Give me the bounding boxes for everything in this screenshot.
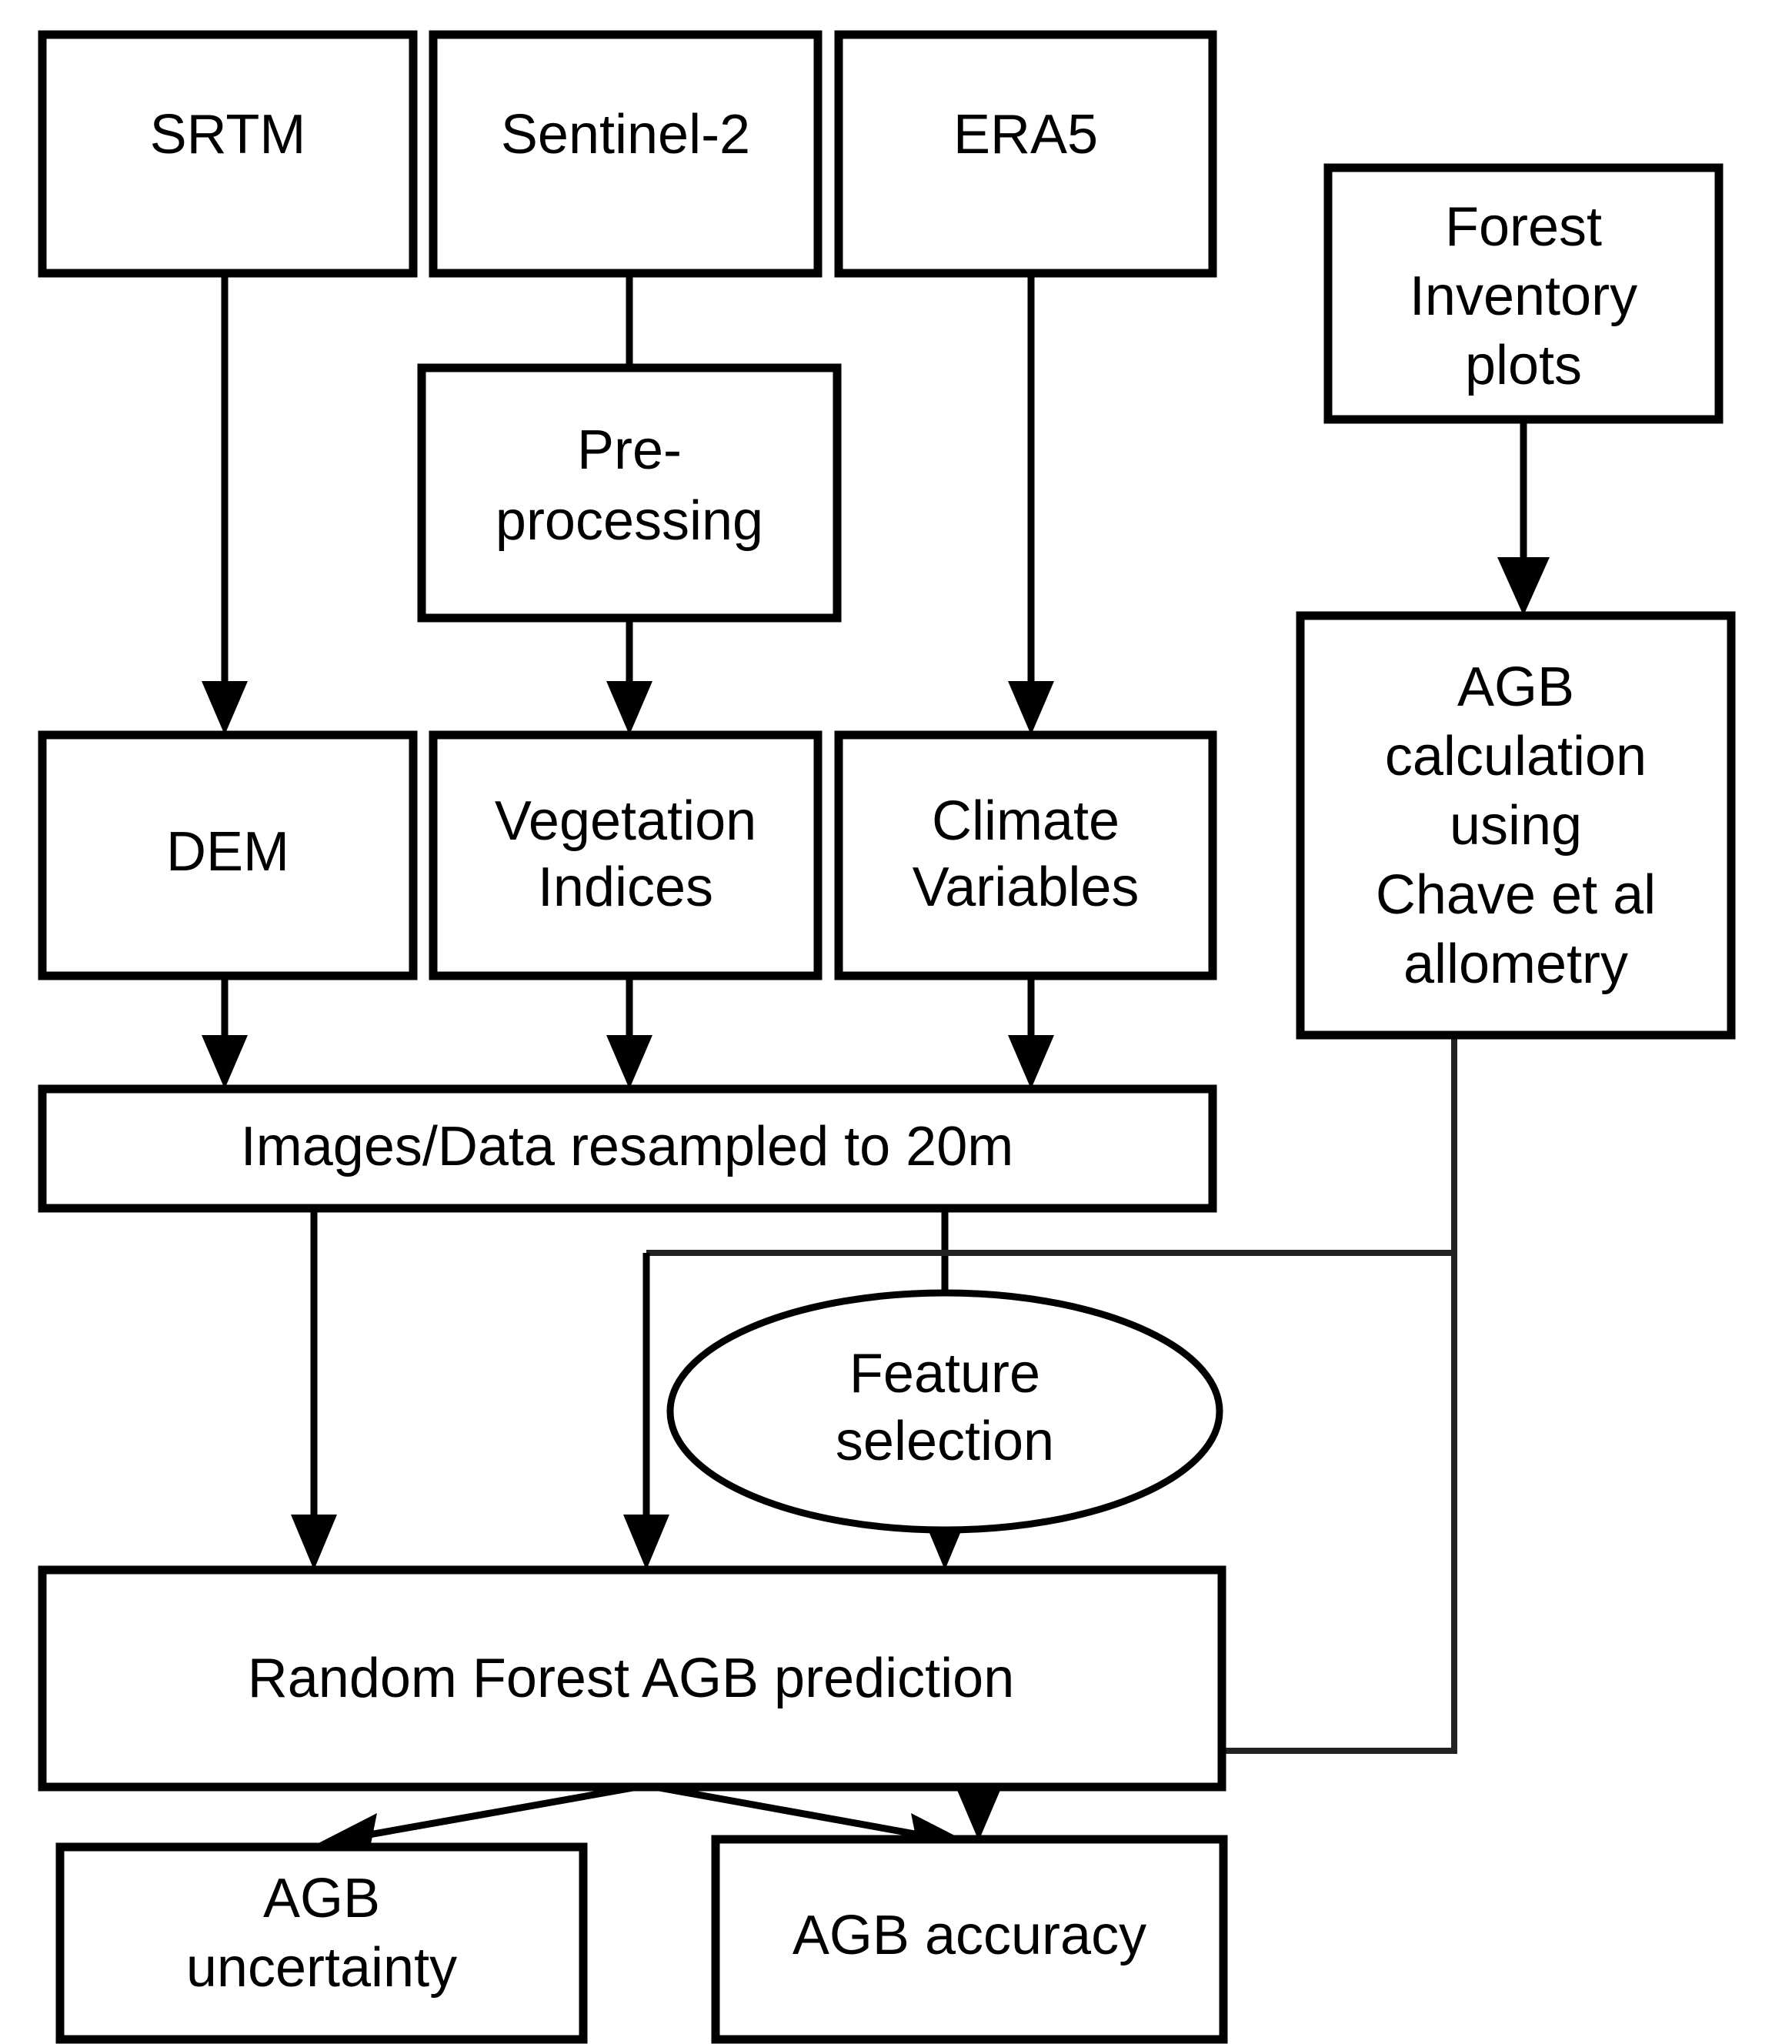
vegetation-indices-line1: Vegetation (495, 790, 756, 852)
agb-uncertainty-line2: uncertainty (186, 1937, 457, 1999)
agb-uncertainty-line1: AGB (263, 1868, 380, 1929)
arrowhead-icon (606, 681, 652, 735)
edge-preprocessing-to-vegetation-indices (606, 618, 652, 735)
node-agb-uncertainty[interactable]: AGB uncertainty (55, 1842, 588, 2044)
edge-forest-inventory-to-agb-calculation (1497, 419, 1550, 616)
forest-inventory-line1: Forest (1445, 196, 1602, 258)
dem-box[interactable] (38, 730, 418, 980)
node-climate-variables[interactable]: Climate Variables (834, 730, 1217, 980)
agb-calculation-line4: Chave et al (1376, 864, 1656, 926)
node-preprocessing[interactable]: Pre- processing (417, 363, 842, 623)
forest-inventory-line3: plots (1465, 335, 1582, 396)
feature-selection-line1: Feature (849, 1343, 1040, 1404)
node-agb-accuracy[interactable]: AGB accuracy (711, 1835, 1228, 2044)
climate-variables-line1: Climate (932, 790, 1120, 852)
arrowhead-icon (1497, 557, 1550, 616)
agb-calculation-line5: allometry (1403, 933, 1628, 995)
edge-climate-variables-to-resample (1008, 976, 1054, 1089)
arrowhead-icon (953, 1779, 1005, 1841)
node-era5[interactable]: ERA5 (834, 30, 1217, 278)
arrowhead-icon (606, 1035, 652, 1089)
node-random-forest[interactable]: Random Forest AGB prediction (38, 1565, 1226, 1792)
vegetation-indices-line2: Indices (538, 857, 713, 918)
edge-dem-to-resample (202, 976, 248, 1089)
feature-selection-line2: selection (836, 1411, 1054, 1472)
node-srtm[interactable]: SRTM (38, 30, 418, 278)
node-vegetation-indices[interactable]: Vegetation Indices (429, 730, 823, 980)
agb-calculation-box[interactable] (1296, 611, 1736, 1040)
random-forest-label: Random Forest AGB prediction (248, 1648, 1014, 1709)
resample-label: Images/Data resampled to 20m (241, 1116, 1013, 1177)
arrowhead-icon (1008, 1035, 1054, 1089)
arrowhead-icon (202, 1035, 248, 1089)
agb-calculation-line2: calculation (1385, 726, 1647, 787)
agb-accuracy-box[interactable] (711, 1835, 1228, 2044)
forest-inventory-line2: Inventory (1410, 266, 1637, 327)
feature-selection-ellipse[interactable] (666, 1289, 1223, 1534)
climate-variables-box[interactable] (834, 730, 1217, 980)
edge-vegetation-indices-to-resample (606, 976, 652, 1089)
agb-calculation-line3: using (1450, 795, 1582, 857)
arrowhead-icon (1008, 681, 1054, 735)
edge-era5-to-climate-variables (1008, 273, 1054, 735)
random-forest-box[interactable] (38, 1565, 1226, 1792)
preprocessing-line1: Pre- (577, 419, 682, 481)
forest-inventory-box[interactable] (1323, 163, 1724, 424)
vegetation-indices-box[interactable] (429, 730, 823, 980)
srtm-box[interactable] (38, 30, 418, 278)
era5-label: ERA5 (953, 104, 1098, 165)
arrowhead-icon (623, 1515, 669, 1570)
arrowhead-icon (202, 681, 248, 735)
edge-srtm-to-dem (202, 273, 248, 735)
node-forest-inventory[interactable]: Forest Inventory plots (1323, 163, 1724, 424)
agb-uncertainty-box[interactable] (55, 1842, 588, 2044)
edge-resample-to-random-forest (623, 1253, 669, 1570)
node-dem[interactable]: DEM (38, 730, 418, 980)
sentinel2-label: Sentinel-2 (501, 104, 750, 165)
edge-resample-left-to-random-forest (291, 1208, 337, 1570)
era5-box[interactable] (834, 30, 1217, 278)
node-sentinel2[interactable]: Sentinel-2 (429, 30, 823, 278)
resample-box[interactable] (38, 1084, 1217, 1213)
agb-accuracy-label: AGB accuracy (793, 1905, 1146, 1966)
preprocessing-box[interactable] (417, 363, 842, 623)
preprocessing-line2: processing (496, 490, 763, 552)
node-resample[interactable]: Images/Data resampled to 20m (38, 1084, 1217, 1213)
srtm-label: SRTM (150, 104, 306, 165)
climate-variables-line2: Variables (913, 857, 1140, 918)
dem-label: DEM (166, 821, 289, 883)
sentinel2-box[interactable] (429, 30, 823, 278)
node-feature-selection[interactable]: Feature selection (666, 1289, 1223, 1534)
arrowhead-icon (291, 1515, 337, 1570)
node-agb-calculation[interactable]: AGB calculation using Chave et al allome… (1296, 611, 1736, 1040)
agb-calculation-line1: AGB (1457, 656, 1574, 718)
